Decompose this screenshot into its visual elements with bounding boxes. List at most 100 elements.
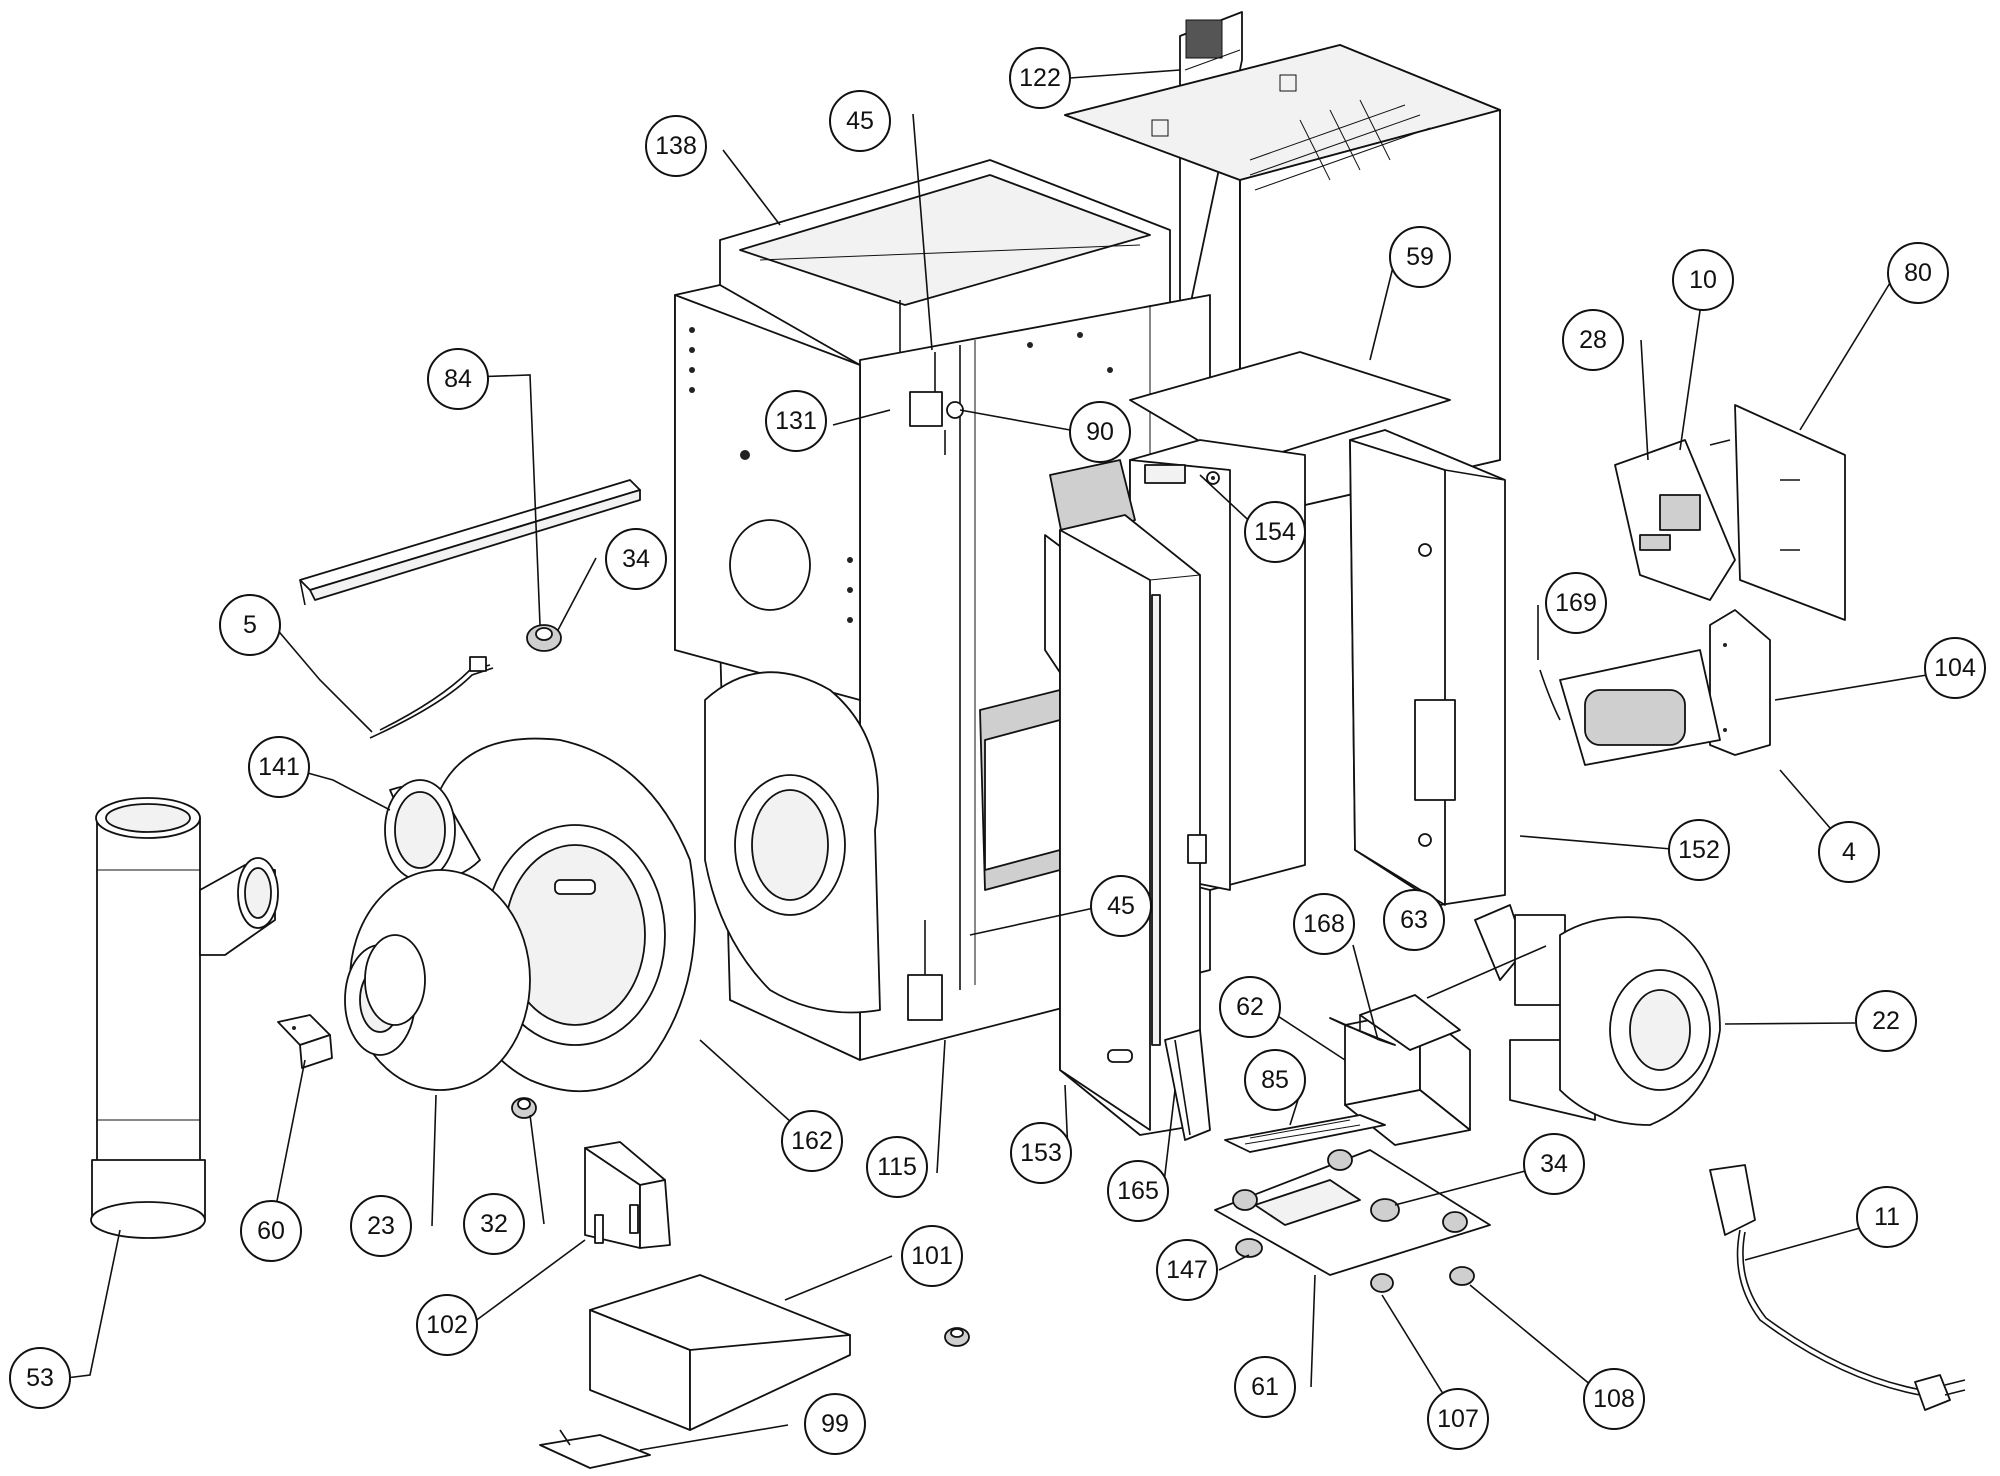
part-61-base-plate	[1214, 1149, 1491, 1276]
svg-text:168: 168	[1303, 910, 1345, 938]
svg-text:165: 165	[1117, 1177, 1159, 1205]
part-147-foot	[1235, 1238, 1263, 1258]
svg-text:90: 90	[1086, 418, 1114, 446]
callout-169: 169	[1545, 572, 1607, 634]
part-grommet-small	[944, 1327, 970, 1347]
svg-text:28: 28	[1579, 326, 1607, 354]
callout-168: 168	[1293, 893, 1355, 955]
callout-28: 28	[1562, 309, 1624, 371]
part-85-grille	[1224, 1114, 1386, 1153]
callout-45-top: 45	[829, 90, 891, 152]
part-104-bracket	[1709, 609, 1771, 756]
svg-text:11: 11	[1874, 1203, 1900, 1231]
callout-107: 107	[1427, 1388, 1489, 1450]
part-84-angle-rail	[299, 479, 641, 606]
part-131-clamp	[909, 352, 964, 455]
svg-text:61: 61	[1251, 1373, 1279, 1401]
callout-5: 5	[219, 594, 281, 656]
callout-101: 101	[901, 1225, 963, 1287]
svg-text:101: 101	[911, 1242, 953, 1270]
callout-60: 60	[240, 1200, 302, 1262]
svg-text:60: 60	[257, 1217, 285, 1245]
callout-165: 165	[1107, 1160, 1169, 1222]
callout-99: 99	[804, 1393, 866, 1455]
part-inner-box	[979, 689, 1061, 891]
part-23-gasket	[344, 869, 531, 1091]
svg-text:138: 138	[655, 132, 697, 160]
callout-131: 131	[765, 390, 827, 452]
svg-text:107: 107	[1437, 1405, 1479, 1433]
svg-text:169: 169	[1555, 589, 1597, 617]
svg-text:23: 23	[367, 1212, 395, 1240]
svg-text:10: 10	[1689, 266, 1717, 294]
callout-23: 23	[350, 1195, 412, 1257]
part-101-tray	[589, 1274, 851, 1431]
callout-34-bottom: 34	[1523, 1133, 1585, 1195]
svg-text:59: 59	[1406, 243, 1434, 271]
part-63-bracket	[1359, 994, 1461, 1051]
svg-text:154: 154	[1254, 518, 1296, 546]
svg-text:104: 104	[1934, 654, 1976, 682]
callout-10: 10	[1672, 249, 1734, 311]
callout-bubbles: 122 138 45 131 90 59 154 28 10 80 169 10…	[9, 47, 1986, 1455]
callout-53: 53	[9, 1347, 71, 1409]
callout-62: 62	[1219, 976, 1281, 1038]
svg-text:108: 108	[1593, 1385, 1635, 1413]
callout-11: 11	[1856, 1186, 1918, 1248]
callout-22: 22	[1855, 990, 1917, 1052]
part-102-bracket	[584, 1141, 671, 1249]
svg-text:45: 45	[846, 107, 874, 135]
callout-85: 85	[1244, 1049, 1306, 1111]
svg-text:152: 152	[1678, 836, 1720, 864]
part-153-front-panel	[1059, 514, 1207, 1136]
svg-text:34: 34	[622, 545, 650, 573]
part-32-nut	[511, 1097, 537, 1119]
callout-34-top: 34	[605, 528, 667, 590]
callout-61: 61	[1234, 1356, 1296, 1418]
callout-59: 59	[1389, 226, 1451, 288]
svg-text:4: 4	[1842, 838, 1856, 866]
part-4-display	[1539, 649, 1721, 766]
svg-text:62: 62	[1236, 993, 1264, 1021]
callout-108: 108	[1583, 1368, 1645, 1430]
svg-text:45: 45	[1107, 892, 1135, 920]
callout-138: 138	[645, 115, 707, 177]
svg-text:5: 5	[243, 611, 257, 639]
svg-text:63: 63	[1400, 906, 1428, 934]
svg-text:85: 85	[1261, 1066, 1289, 1094]
callout-154: 154	[1244, 501, 1306, 563]
part-60-bracket	[277, 1014, 333, 1069]
callout-153: 153	[1010, 1122, 1072, 1184]
callout-90: 90	[1069, 401, 1131, 463]
part-53-t-pipe	[90, 797, 279, 1239]
callout-80: 80	[1887, 242, 1949, 304]
part-34-grommet-top	[526, 624, 562, 652]
part-99-strip	[539, 1429, 651, 1469]
part-108-foot	[1449, 1266, 1475, 1286]
svg-text:22: 22	[1872, 1007, 1900, 1035]
callout-63: 63	[1383, 889, 1445, 951]
callout-147: 147	[1156, 1239, 1218, 1301]
callout-104: 104	[1924, 637, 1986, 699]
part-5-cable	[369, 656, 494, 739]
svg-text:122: 122	[1019, 64, 1061, 92]
svg-text:99: 99	[821, 1410, 849, 1438]
svg-text:131: 131	[775, 407, 817, 435]
svg-text:141: 141	[258, 753, 300, 781]
callout-4: 4	[1818, 821, 1880, 883]
callout-141: 141	[248, 736, 310, 798]
callout-32: 32	[463, 1193, 525, 1255]
part-11-power-cord	[1709, 1164, 1966, 1411]
part-152-right-panel	[1349, 429, 1506, 906]
part-165-rail	[1164, 1029, 1211, 1141]
svg-text:153: 153	[1020, 1139, 1062, 1167]
part-115-clamp	[907, 920, 943, 1021]
svg-text:53: 53	[26, 1364, 54, 1392]
callout-45-bottom: 45	[1090, 875, 1152, 937]
callout-122: 122	[1009, 47, 1071, 109]
svg-text:115: 115	[877, 1153, 917, 1181]
svg-text:80: 80	[1904, 259, 1932, 287]
part-22-blower	[1474, 904, 1721, 1126]
svg-text:102: 102	[426, 1311, 468, 1339]
